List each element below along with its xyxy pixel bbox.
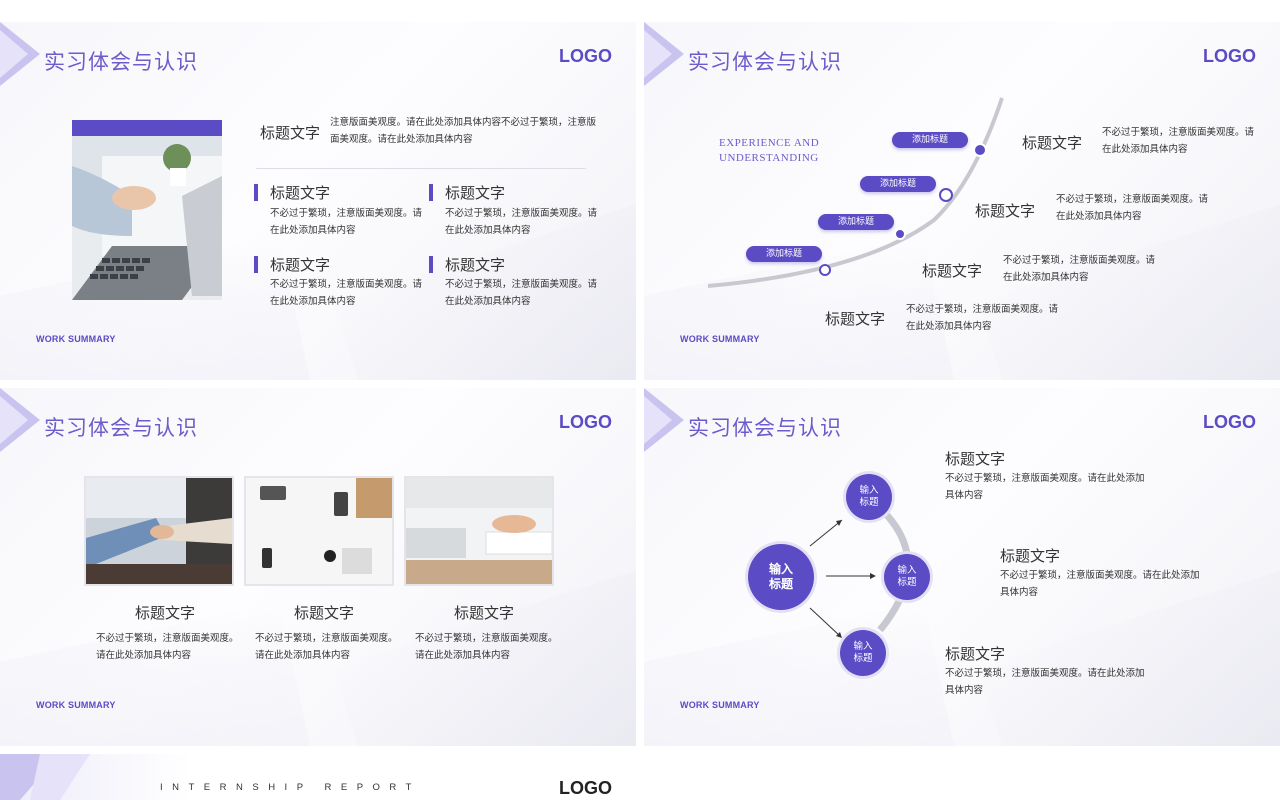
accent-mark (429, 184, 433, 201)
logo: LOGO (1203, 412, 1256, 432)
item-heading: 标题文字 (454, 604, 515, 622)
item-text: 不必过于繁琐，注意版面美观度。请在此处添加具体内容 (415, 633, 558, 661)
logo: LOGO (559, 46, 612, 66)
item-text: 不必过于繁琐，注意版面美观度。请在此处添加具体内容 (255, 633, 398, 661)
item-heading: 标题文字 (445, 184, 506, 202)
typing-keyboard-photo (404, 476, 554, 586)
center-node-line-1: 输入 (768, 562, 793, 576)
flow-node-line-2: 标题 (897, 577, 917, 588)
slide-5-partial[interactable]: INTERNSHIP REPORT LOGO (0, 754, 636, 800)
item-text: 不必过于繁琐，注意版面美观度。请在此处添加具体内容 (1000, 570, 1200, 598)
slide-title: 实习体会与认识 (44, 416, 198, 440)
footer-label: WORK SUMMARY (680, 700, 760, 710)
slide-2[interactable]: 实习体会与认识 LOGO EXPERIENCE AND UNDERSTANDIN… (644, 22, 1280, 380)
top-heading: 标题文字 (260, 124, 321, 142)
item-heading: 标题文字 (270, 256, 331, 274)
item-text: 不必过于繁琐，注意版面美观度。请在此处添加具体内容 (906, 304, 1059, 332)
footer-label: WORK SUMMARY (36, 700, 116, 710)
slide-title: 实习体会与认识 (44, 50, 198, 74)
item-heading: 标题文字 (135, 604, 196, 622)
add-title-pill[interactable]: 添加标题 (818, 214, 894, 230)
flow-node[interactable]: 输入 标题 (840, 630, 886, 676)
center-node[interactable]: 输入 标题 (748, 544, 814, 610)
slide-3[interactable]: 实习体会与认识 LOGO (0, 388, 636, 746)
item-text: 不必过于繁琐，注意版面美观度。请在此处添加具体内容 (445, 279, 598, 307)
item-heading: 标题文字 (975, 202, 1036, 220)
item-heading: 标题文字 (945, 450, 1006, 468)
item-heading: 标题文字 (445, 256, 506, 274)
item-text: 不必过于繁琐，注意版面美观度。请在此处添加具体内容 (96, 633, 239, 661)
office-laptop-photo (72, 136, 222, 300)
corner-decoration-icon (0, 754, 90, 800)
timeline-node (819, 264, 831, 276)
timeline-node (939, 188, 953, 202)
english-line-1: EXPERIENCE AND (719, 137, 820, 149)
item-text: 不必过于繁琐，注意版面美观度。请在此处添加具体内容 (1056, 194, 1209, 222)
corner-decoration-icon (0, 22, 40, 86)
timeline-curve (707, 97, 1004, 288)
english-subtitle: EXPERIENCE AND UNDERSTANDING (719, 136, 819, 166)
footer-label: WORK SUMMARY (36, 334, 116, 344)
item-heading: 标题文字 (825, 310, 886, 328)
center-node-line-2: 标题 (768, 577, 793, 591)
flow-node-line-2: 标题 (859, 497, 879, 508)
report-tagline: INTERNSHIP REPORT (160, 782, 421, 793)
timeline-node (894, 228, 906, 240)
english-line-2: UNDERSTANDING (719, 152, 819, 164)
handshake-photo (84, 476, 234, 586)
slide-title: 实习体会与认识 (688, 50, 842, 74)
timeline-node (973, 143, 987, 157)
slide-4[interactable]: 实习体会与认识 LOGO 输入 标题 输入 标题 输入 标题 输入 标题 标题文… (644, 388, 1280, 746)
flow-node[interactable]: 输入 标题 (884, 554, 930, 600)
item-heading: 标题文字 (270, 184, 331, 202)
item-heading: 标题文字 (1022, 134, 1083, 152)
corner-decoration-icon (644, 22, 684, 86)
item-text: 不必过于繁琐，注意版面美观度。请在此处添加具体内容 (270, 208, 423, 236)
desk-phone-photo (244, 476, 394, 586)
add-title-pill[interactable]: 添加标题 (860, 176, 936, 192)
item-text: 不必过于繁琐，注意版面美观度。请在此处添加具体内容 (1102, 127, 1255, 155)
accent-mark (254, 256, 258, 273)
photo-accent-bar (72, 120, 222, 136)
flow-node-line-2: 标题 (853, 653, 873, 664)
corner-decoration-icon (644, 388, 684, 452)
flow-node-line-1: 输入 (853, 641, 873, 652)
slide-title: 实习体会与认识 (688, 416, 842, 440)
accent-mark (254, 184, 258, 201)
logo: LOGO (559, 412, 612, 432)
corner-decoration-icon (0, 388, 40, 452)
logo: LOGO (559, 778, 612, 798)
logo: LOGO (1203, 46, 1256, 66)
add-title-pill[interactable]: 添加标题 (746, 246, 822, 262)
empty-area (644, 754, 1280, 800)
slide-1[interactable]: 实习体会与认识 LOGO 标题文字 注意版面美观度。请在此处添加具体内容不必过于… (0, 22, 636, 380)
accent-mark (429, 256, 433, 273)
item-heading: 标题文字 (922, 262, 983, 280)
item-text: 不必过于繁琐，注意版面美观度。请在此处添加具体内容 (445, 208, 598, 236)
item-heading: 标题文字 (945, 645, 1006, 663)
add-title-pill[interactable]: 添加标题 (892, 132, 968, 148)
item-text: 不必过于繁琐，注意版面美观度。请在此处添加具体内容 (945, 668, 1145, 696)
flow-node-line-1: 输入 (859, 485, 879, 496)
item-heading: 标题文字 (294, 604, 355, 622)
flow-node[interactable]: 输入 标题 (846, 474, 892, 520)
item-heading: 标题文字 (1000, 547, 1061, 565)
item-text: 不必过于繁琐，注意版面美观度。请在此处添加具体内容 (270, 279, 423, 307)
item-text: 不必过于繁琐，注意版面美观度。请在此处添加具体内容 (1003, 255, 1156, 283)
item-text: 不必过于繁琐，注意版面美观度。请在此处添加具体内容 (945, 473, 1145, 501)
divider (256, 168, 586, 169)
top-text: 注意版面美观度。请在此处添加具体内容不必过于繁琐，注意版面美观度。请在此处添加具… (330, 117, 597, 145)
footer-label: WORK SUMMARY (680, 334, 760, 344)
flow-node-line-1: 输入 (897, 565, 917, 576)
